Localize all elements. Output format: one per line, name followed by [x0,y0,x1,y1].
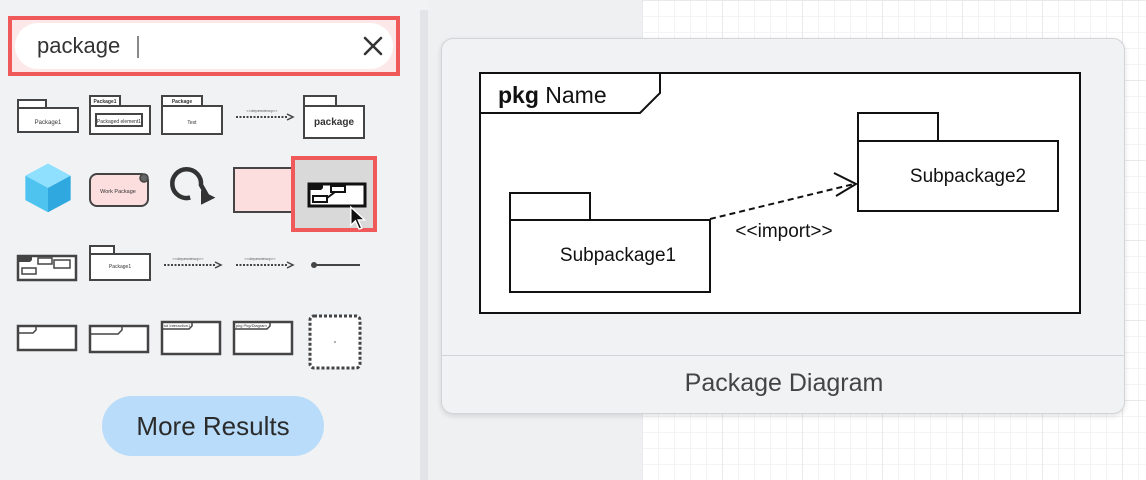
shape-package-cube[interactable] [16,160,80,214]
subpackage2-label: Subpackage2 [910,166,1026,187]
shape-preview-tooltip: pkg Name Subpackage2 Subpackage1 <<impor… [441,38,1125,414]
shape-dependency-arrow[interactable]: <<dependency>> [232,94,296,148]
clear-search-button[interactable] [359,32,387,60]
package1-wide-label: Package1 [109,264,131,270]
interaction-label: sd Interaction1 [164,323,191,328]
subpackage1-label: Subpackage1 [560,245,676,266]
package-element-inner-label: Packaged element1 [97,119,141,125]
package-bold-label: package [314,117,354,128]
mouse-cursor-icon [350,205,367,230]
shape-package-with-text[interactable]: Package Text [160,94,224,148]
shape-interaction-frame[interactable]: sd Interaction1 [160,314,224,368]
preview-divider [442,355,1124,356]
package-element-title: Package1 [93,99,116,105]
package1-label: Package1 [35,120,62,126]
shape-package-with-element[interactable]: Package1 Packaged element1 [88,94,152,148]
shape-package-bold[interactable]: package [302,94,366,148]
frame-name: Name [545,82,606,108]
frame-label: pkg Name [498,82,607,108]
dependency-b-label: <<dependency>> [244,256,276,261]
more-results-button[interactable]: More Results [102,396,324,456]
shape-frame-2[interactable] [88,314,152,368]
frame-keyword: pkg [498,82,539,108]
cube-icon [25,163,71,213]
close-icon [363,36,383,56]
loop-arrow-icon [170,167,216,205]
shape-pkg-frame[interactable]: pkg Pkg/Diagram [232,314,296,368]
search-field[interactable] [15,23,393,69]
shape-loop-arrow[interactable] [160,158,224,212]
preview-title: Package Diagram [684,369,884,397]
shape-frame[interactable] [16,314,80,368]
shape-package-diagram-small[interactable] [16,240,80,294]
sidebar-scrollbar[interactable] [420,10,428,480]
search-input[interactable] [37,31,337,61]
search-box [8,16,400,76]
shape-work-package[interactable]: Work Package [88,164,152,218]
import-arrowhead [833,172,859,197]
package-text-body: Text [187,120,197,126]
dependency-a-label: <<dependency>> [172,256,204,261]
selected-shape-package-diagram[interactable] [291,156,377,232]
pkg-frame-label: pkg Pkg/Diagram [236,323,267,328]
shape-package1[interactable]: Package1 [16,94,80,148]
package-text-title: Package [172,99,193,105]
import-label: <<import>> [735,221,832,242]
dependency-label: <<dependency>> [246,108,278,113]
shape-association-line[interactable] [302,240,366,294]
shape-dependency-arrow-3[interactable]: <<dependency>> [232,240,296,294]
shape-sidebar: Package1 Package1 Packaged element1 Pack… [0,0,420,480]
shape-dependency-arrow-2[interactable]: <<dependency>> [160,240,224,294]
shape-package1-wide[interactable]: Package1 [88,240,152,294]
package-diagram-preview: pkg Name Subpackage2 Subpackage1 <<impor… [479,72,1081,314]
shape-pink-rectangle[interactable] [232,166,296,220]
work-package-label: Work Package [100,189,136,195]
text-caret [137,36,139,58]
import-dependency-line [709,183,855,220]
shape-dashed-container[interactable] [306,312,364,374]
